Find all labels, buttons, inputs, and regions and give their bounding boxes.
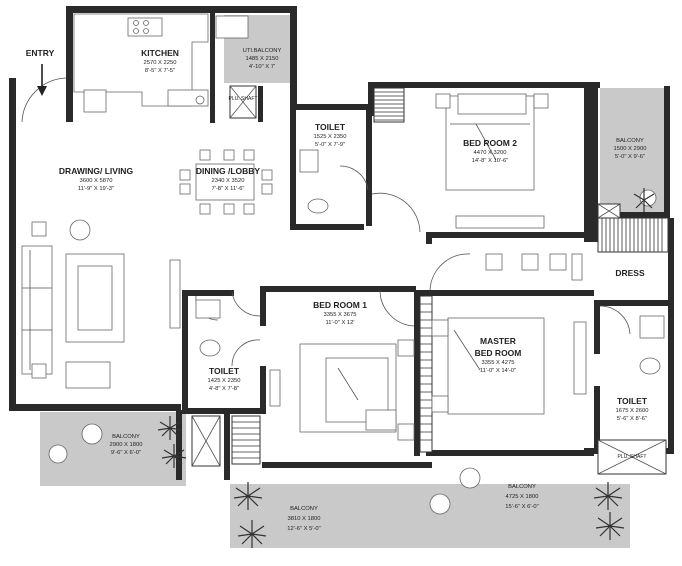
svg-text:2340 X 3520: 2340 X 3520 (212, 178, 245, 184)
svg-text:9'-6" X 6'-0": 9'-6" X 6'-0" (111, 450, 141, 456)
shaft-label-right: PLU. SHAFT (618, 454, 647, 460)
svg-text:BALCONY: BALCONY (508, 484, 536, 490)
svg-text:12'-6" X 5'-0": 12'-6" X 5'-0" (287, 526, 320, 532)
label-toilet-mid: TOILET 1425 X 2350 4'-8" X 7'-8" (208, 366, 241, 392)
svg-text:1525 X 2350: 1525 X 2350 (314, 134, 347, 140)
plants (157, 188, 655, 548)
svg-text:4'-10" X 7': 4'-10" X 7' (249, 64, 275, 70)
svg-text:KITCHEN: KITCHEN (141, 48, 179, 58)
svg-text:5'-0" X 9'-6": 5'-0" X 9'-6" (615, 154, 645, 160)
label-toilet-right: TOILET 1675 X 2600 5'-6" X 8'-6" (616, 396, 649, 422)
svg-text:BED ROOM 1: BED ROOM 1 (313, 300, 367, 310)
svg-text:4725 X 1800: 4725 X 1800 (506, 494, 539, 500)
svg-text:BED ROOM 2: BED ROOM 2 (463, 138, 517, 148)
svg-text:BALCONY: BALCONY (290, 506, 318, 512)
svg-text:1500 X 2900: 1500 X 2900 (614, 146, 647, 152)
svg-text:4'-8" X 7'-8": 4'-8" X 7'-8" (209, 386, 239, 392)
entry-label: ENTRY (26, 48, 55, 58)
svg-text:1485 X 2150: 1485 X 2150 (246, 56, 279, 62)
svg-text:8'-5" X 7'-5": 8'-5" X 7'-5" (145, 68, 175, 74)
svg-text:2570 X 2250: 2570 X 2250 (144, 60, 177, 66)
svg-text:2900 X 1800: 2900 X 1800 (110, 442, 143, 448)
svg-text:3810 X 1800: 3810 X 1800 (288, 516, 321, 522)
svg-text:14'-8" X 10'-6": 14'-8" X 10'-6" (472, 158, 509, 164)
label-toilet-top: TOILET 1525 X 2350 5'-0" X 7'-9" (314, 122, 347, 148)
shafts: PLU. SHAFT PLU. SHAFT (191, 85, 667, 475)
hatch-panels (231, 87, 669, 465)
svg-text:DRESS: DRESS (615, 268, 645, 278)
svg-text:7'-8" X 11'-6": 7'-8" X 11'-6" (212, 186, 245, 192)
furniture (21, 13, 665, 515)
svg-text:DRAWING/ LIVING: DRAWING/ LIVING (59, 166, 134, 176)
label-balcony-bottom-right: BALCONY 4725 X 1800 15'-6" X 6'-0" (505, 484, 538, 510)
svg-text:DINING /LOBBY: DINING /LOBBY (196, 166, 261, 176)
balcony-bottom-area (230, 484, 630, 548)
label-dress: DRESS (615, 268, 645, 278)
walls (9, 6, 674, 480)
svg-text:5'-0" X 7'-9": 5'-0" X 7'-9" (315, 142, 345, 148)
svg-text:MASTER: MASTER (480, 336, 516, 346)
svg-text:TOILET: TOILET (315, 122, 346, 132)
svg-text:TOILET: TOILET (617, 396, 648, 406)
shaft-label-top: PLU. SHAFT (229, 96, 258, 102)
label-master: MASTER BED ROOM 3355 X 4275 11'-0" X 14'… (475, 336, 522, 374)
room-labels: KITCHEN 2570 X 2250 8'-5" X 7'-5" UTI.BA… (59, 48, 649, 532)
svg-text:1675 X 2600: 1675 X 2600 (616, 408, 649, 414)
svg-text:1425 X 2350: 1425 X 2350 (208, 378, 241, 384)
label-balcony-right: BALCONY 1500 X 2900 5'-0" X 9'-6" (614, 138, 647, 160)
svg-text:11'-0" X 14'-0": 11'-0" X 14'-0" (480, 368, 516, 374)
label-dining: DINING /LOBBY 2340 X 3520 7'-8" X 11'-6" (196, 166, 261, 192)
svg-text:3600 X 5870: 3600 X 5870 (80, 178, 113, 184)
label-drawing: DRAWING/ LIVING 3600 X 5870 11'-9" X 19'… (59, 166, 134, 192)
label-balcony-bottom: BALCONY 3810 X 1800 12'-6" X 5'-0" (287, 506, 320, 532)
svg-text:BED ROOM: BED ROOM (475, 348, 522, 358)
svg-text:11'-0" X 12': 11'-0" X 12' (326, 320, 355, 326)
label-uti-balcony: UTI.BALCONY 1485 X 2150 4'-10" X 7' (243, 48, 282, 70)
svg-text:3355 X 4275: 3355 X 4275 (482, 360, 515, 366)
svg-text:TOILET: TOILET (209, 366, 240, 376)
door-swings (21, 77, 631, 367)
svg-text:4470 X 3200: 4470 X 3200 (474, 150, 507, 156)
label-bedroom1: BED ROOM 1 3355 X 3675 11'-0" X 12' (313, 300, 367, 326)
label-kitchen: KITCHEN 2570 X 2250 8'-5" X 7'-5" (141, 48, 179, 74)
svg-text:BALCONY: BALCONY (616, 138, 644, 144)
svg-text:5'-6" X 8'-6": 5'-6" X 8'-6" (617, 416, 647, 422)
entry-marker: ENTRY (26, 48, 55, 96)
svg-text:BALCONY: BALCONY (112, 434, 140, 440)
svg-text:15'-6" X 6'-0": 15'-6" X 6'-0" (505, 504, 538, 510)
svg-text:UTI.BALCONY: UTI.BALCONY (243, 48, 282, 54)
label-bedroom2: BED ROOM 2 4470 X 3200 14'-8" X 10'-6" (463, 138, 517, 164)
svg-text:11'-9" X 19'-3": 11'-9" X 19'-3" (78, 186, 114, 192)
svg-text:3355 X 3675: 3355 X 3675 (324, 312, 357, 318)
label-balcony-left: BALCONY 2900 X 1800 9'-6" X 6'-0" (110, 434, 143, 456)
